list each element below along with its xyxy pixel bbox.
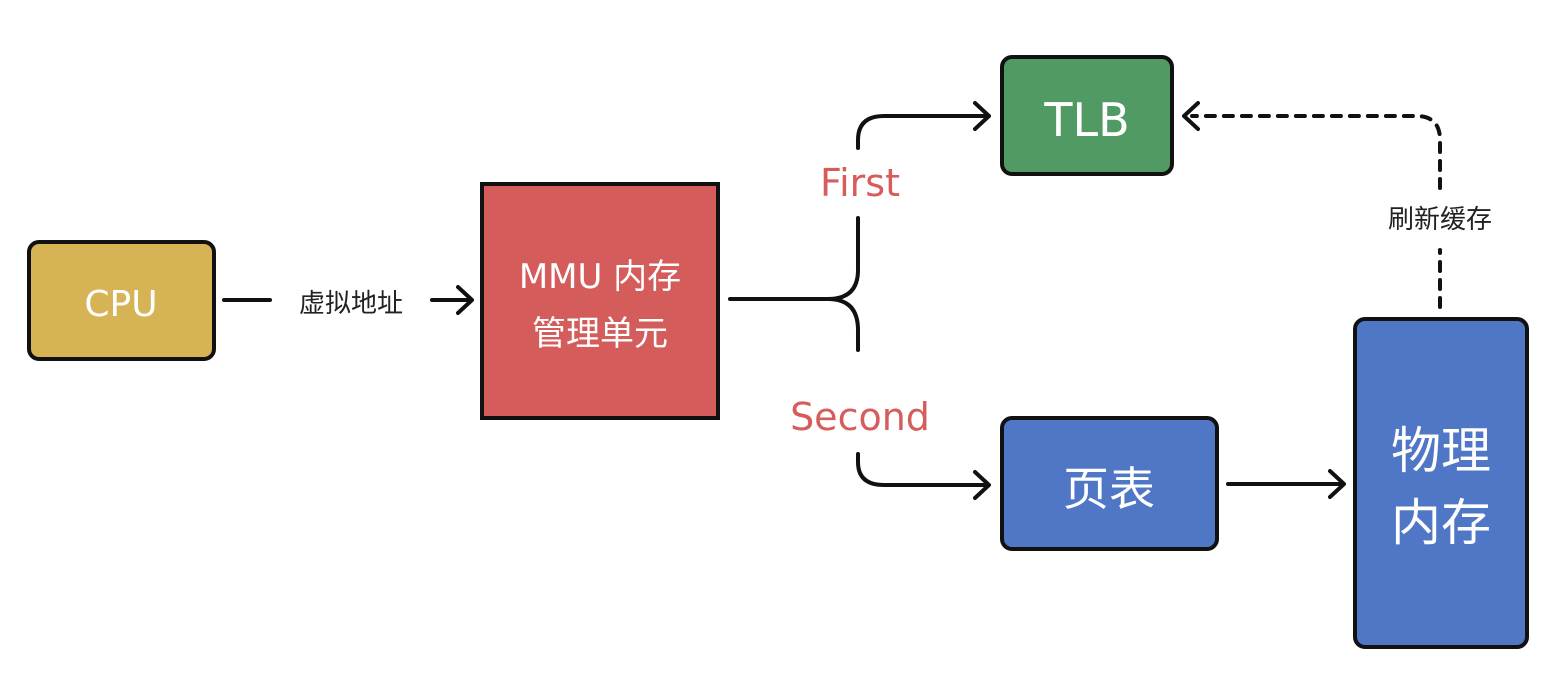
first-branch-path — [856, 114, 987, 150]
brace-connector: First Second — [728, 101, 991, 500]
physical-memory-box — [1353, 317, 1529, 649]
refresh-cache-arrowhead — [1182, 101, 1200, 131]
page-table-label: 页表 — [1063, 462, 1155, 516]
page-table-to-memory-edge — [1226, 469, 1346, 499]
virtual-address-arrowhead — [456, 285, 474, 315]
mmu-node: MMU 内存 管理单元 — [480, 182, 720, 420]
brace-path — [728, 216, 860, 352]
page-table-box — [1000, 416, 1219, 551]
mmu-label-line2: 管理单元 — [532, 314, 668, 354]
mmu-label-line1: MMU 内存 — [519, 257, 681, 297]
physical-memory-label-line1: 物理 — [1391, 422, 1491, 480]
first-label: First — [820, 161, 900, 205]
second-arrowhead — [973, 470, 991, 500]
tlb-node: TLB — [1000, 55, 1174, 176]
second-branch-path — [856, 452, 987, 487]
physical-memory-node: 物理 内存 — [1353, 317, 1529, 649]
refresh-cache-label: 刷新缓存 — [1388, 205, 1492, 235]
tlb-label: TLB — [1043, 93, 1129, 147]
virtual-address-label: 虚拟地址 — [299, 289, 403, 319]
cpu-label: CPU — [84, 284, 157, 325]
cpu-node: CPU — [27, 240, 216, 361]
page-table-node: 页表 — [1000, 416, 1219, 551]
refresh-cache-dashed-upper — [1190, 114, 1442, 190]
second-label: Second — [790, 395, 930, 439]
cpu-box — [27, 240, 216, 361]
first-arrowhead — [973, 101, 991, 131]
tlb-box — [1000, 55, 1174, 176]
page-table-to-memory-arrowhead — [1328, 469, 1346, 499]
physical-memory-label-line2: 内存 — [1391, 494, 1491, 552]
mmu-box — [480, 182, 720, 420]
refresh-cache-edge: 刷新缓存 — [1182, 101, 1492, 309]
virtual-address-edge: 虚拟地址 — [222, 285, 474, 319]
